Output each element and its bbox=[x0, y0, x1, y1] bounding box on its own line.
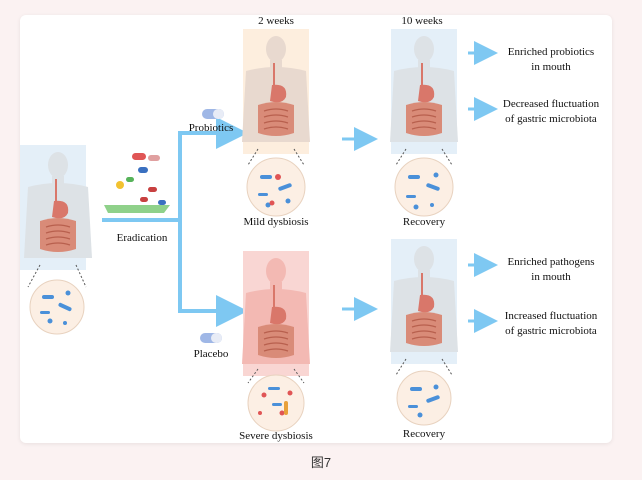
severe-dysbiosis-label: Severe dysbiosis bbox=[239, 430, 313, 442]
outcome-bottom-2-line2: of gastric microbiota bbox=[505, 325, 597, 337]
outcome-top-1-line1: Enriched probiotics bbox=[508, 46, 594, 58]
antibiotic-pills-icon bbox=[104, 153, 170, 213]
outcome-bottom-2-line1: Increased fluctuation bbox=[505, 310, 598, 322]
mild-dysbiosis-figure bbox=[242, 29, 310, 217]
recovery-bottom-label: Recovery bbox=[403, 428, 446, 440]
baseline-figure bbox=[20, 145, 92, 335]
placebo-branch-arrow bbox=[178, 220, 248, 327]
outcome-bottom-1-line1: Enriched pathogens bbox=[507, 256, 594, 268]
figure-card: Eradication Probiotics Placebo 2 weeks 1… bbox=[20, 15, 612, 443]
outcome-top-2-line1: Decreased fluctuation bbox=[503, 98, 600, 110]
recovery-bottom-figure bbox=[390, 239, 458, 426]
week10-header: 10 weeks bbox=[401, 15, 442, 27]
placebo-capsule-icon bbox=[200, 333, 222, 343]
recovery-top-figure bbox=[390, 29, 458, 217]
eradication-label: Eradication bbox=[117, 232, 168, 244]
recovery-top-label: Recovery bbox=[403, 216, 446, 228]
probiotic-capsule-icon bbox=[202, 109, 224, 119]
mild-dysbiosis-label: Mild dysbiosis bbox=[243, 216, 308, 228]
severe-dysbiosis-figure bbox=[242, 251, 310, 432]
probiotics-branch-arrow bbox=[178, 117, 248, 220]
diagram-canvas: Eradication Probiotics Placebo 2 weeks 1… bbox=[20, 15, 600, 442]
week2-header: 2 weeks bbox=[258, 15, 294, 27]
outcome-bottom-1-line2: in mouth bbox=[531, 271, 571, 283]
figure-caption: 图7 bbox=[310, 455, 332, 470]
outcome-top-2-line2: of gastric microbiota bbox=[505, 113, 597, 125]
probiotics-label: Probiotics bbox=[189, 122, 234, 134]
placebo-label: Placebo bbox=[194, 348, 229, 360]
outcome-top-1-line2: in mouth bbox=[531, 61, 571, 73]
